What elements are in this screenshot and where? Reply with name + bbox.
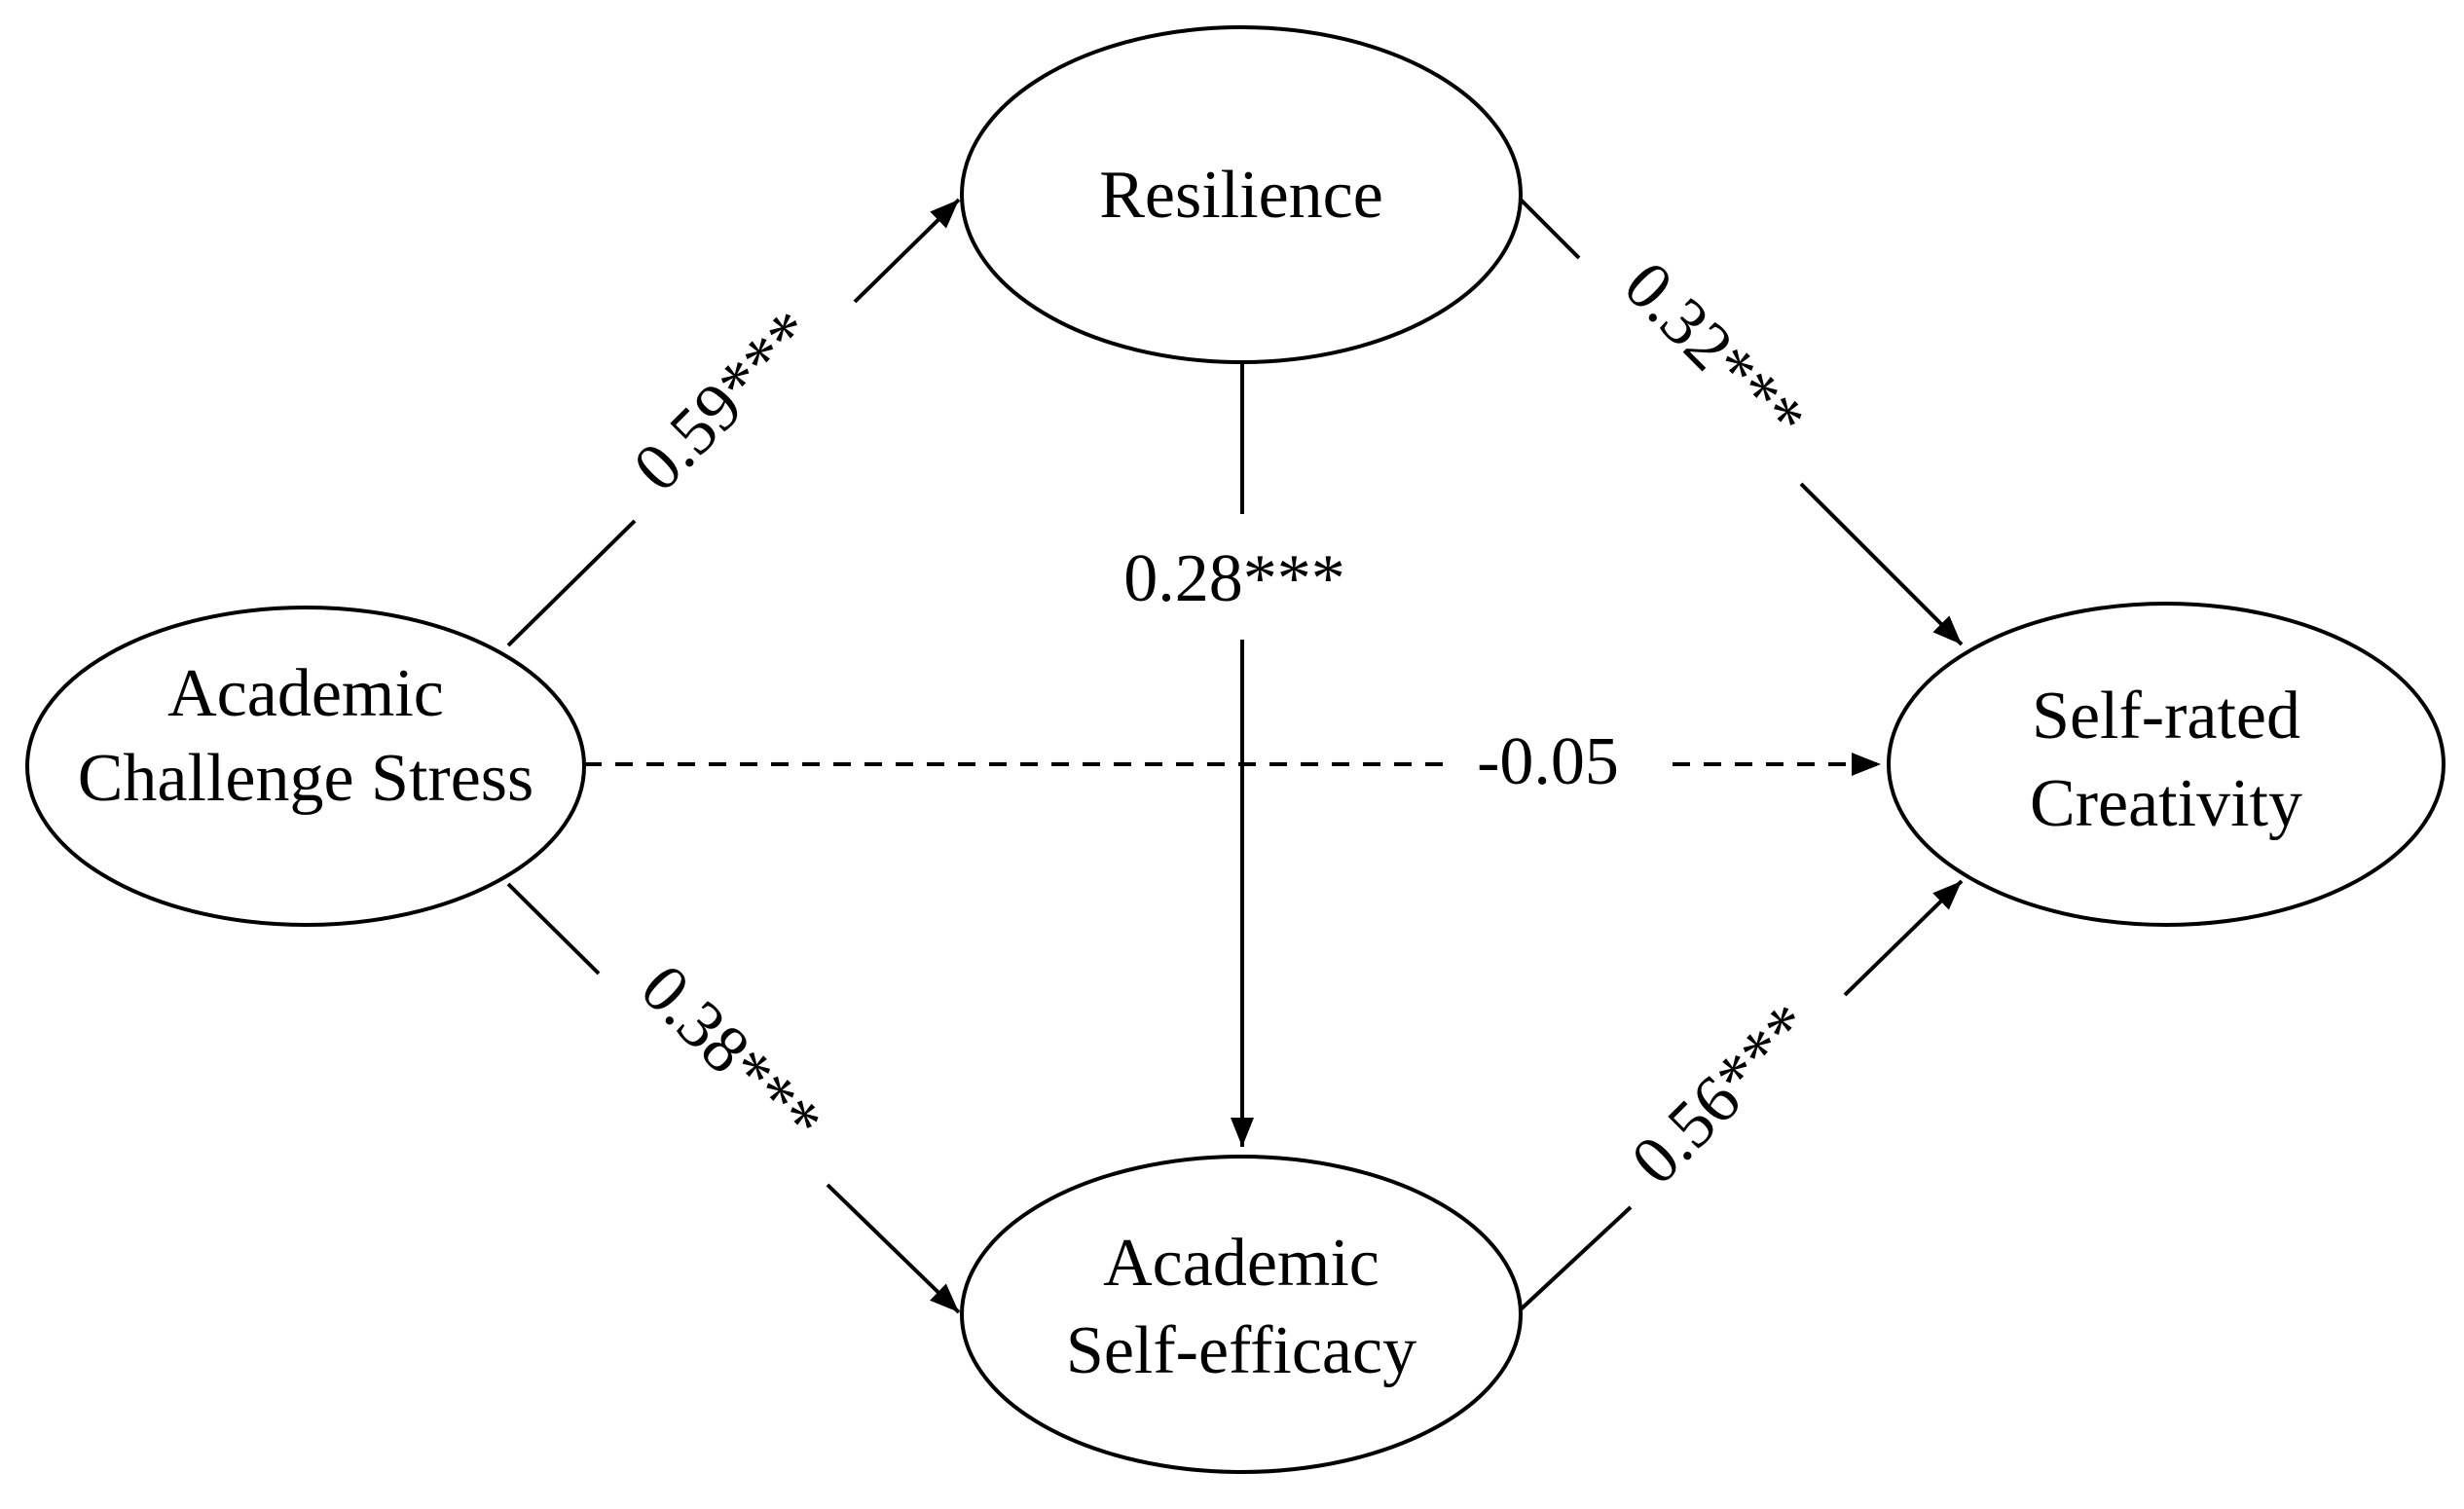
node-academic-challenge-stress: Academic Challenge Stress [25,606,586,927]
path-efficacy-to-creativity [1519,879,1964,1311]
node-label-line: Creativity [2030,766,2302,841]
coefficient-efficacy-to-creativity: 0.56*** [1617,989,1826,1198]
coefficient-stress-to-creativity: -0.05 [1477,724,1619,799]
coefficient-stress-to-resilience: 0.59*** [619,296,828,505]
node-label-line: Challenge Stress [78,741,534,816]
path-stress-to-resilience [506,198,961,647]
node-self-rated-creativity: Self-rated Creativity [1887,602,2446,927]
path-resilience-to-creativity [1519,198,1964,646]
coefficient-resilience-to-efficacy: 0.28*** [1123,541,1345,616]
node-label-line: Self-rated [2032,679,2300,754]
path-stress-to-efficacy [506,882,961,1314]
node-resilience: Resilience [960,25,1523,364]
node-label-line: Self-efficacy [1066,1313,1416,1388]
coefficient-stress-to-efficacy: 0.38*** [626,950,835,1159]
node-label-line: Academic [1103,1226,1379,1301]
node-label-line: Academic [167,656,444,731]
node-academic-self-efficacy: Academic Self-efficacy [960,1155,1523,1474]
coefficient-resilience-to-creativity: 0.32*** [1609,247,1819,457]
node-label-line: Resilience [1099,158,1383,233]
